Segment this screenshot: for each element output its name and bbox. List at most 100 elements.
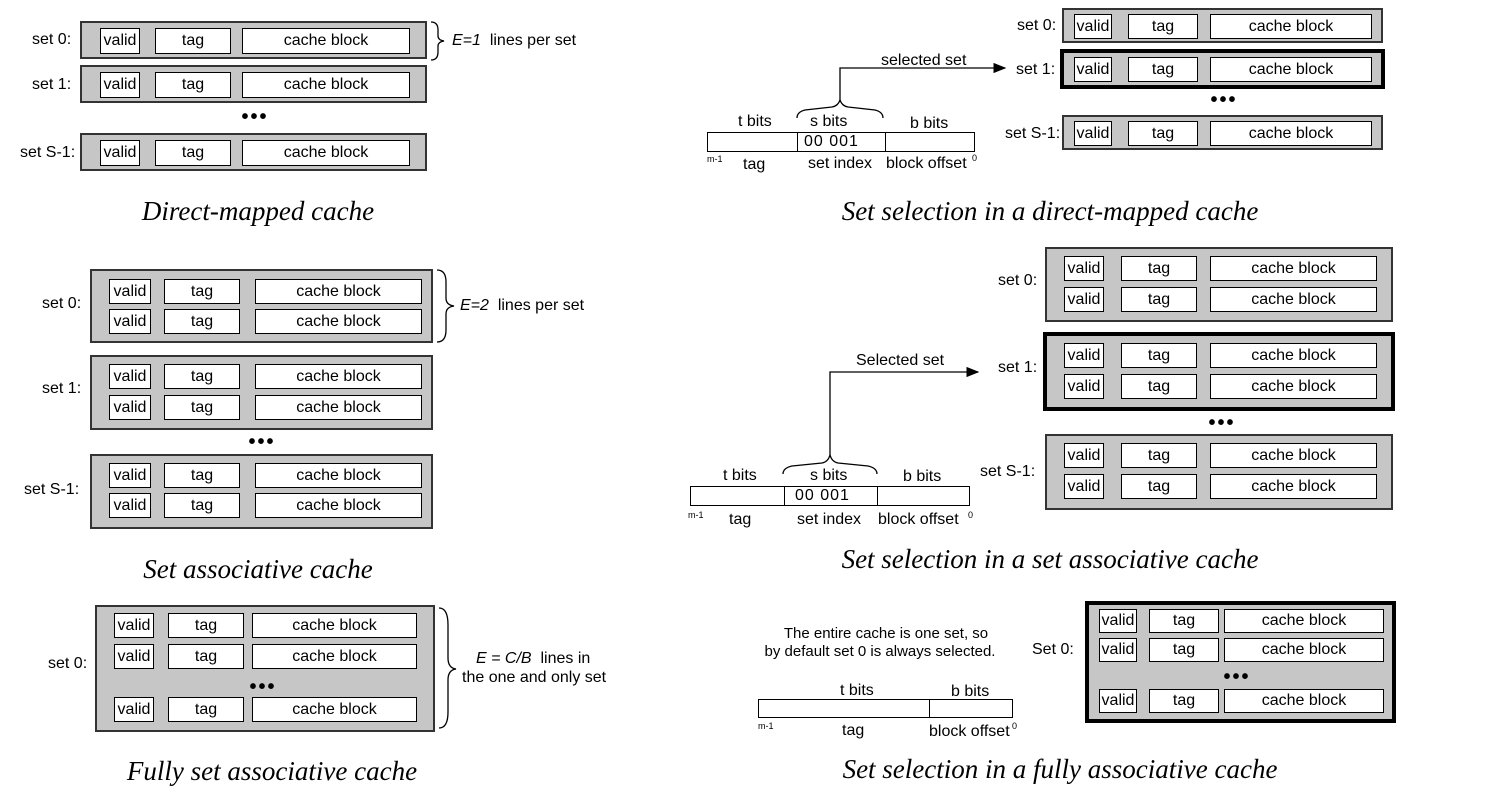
tag-cell: tag: [1121, 343, 1197, 368]
set-label: set S-1:: [20, 144, 76, 161]
tag-cell: tag: [1149, 689, 1219, 713]
valid-cell: valid: [109, 463, 151, 488]
lsb-label: 0: [968, 510, 974, 520]
s-bits-brace: [796, 97, 884, 119]
set-label: set 0:: [42, 295, 82, 312]
b-bits-label: b bits: [910, 115, 949, 132]
valid-cell: valid: [1074, 57, 1112, 82]
cache-block-cell: cache block: [1210, 443, 1377, 468]
tag-cell: tag: [1128, 121, 1198, 146]
valid-cell: valid: [109, 493, 151, 518]
s-bits-label: s bits: [810, 113, 848, 130]
tag-cell: tag: [1121, 287, 1197, 312]
address-field: 00 001: [690, 486, 970, 506]
valid-cell: valid: [1074, 121, 1112, 146]
cache-set: valid tag cache block valid tag cache bl…: [90, 355, 433, 430]
cache-block-cell: cache block: [1224, 638, 1384, 662]
valid-cell: valid: [1064, 474, 1104, 499]
tag-cell: tag: [164, 364, 240, 389]
cache-block-cell: cache block: [242, 140, 410, 166]
set-index-label: set index: [808, 155, 873, 172]
cache-block-cell: cache block: [252, 613, 417, 638]
cache-block-cell: cache block: [1210, 57, 1372, 82]
tag-cell: tag: [168, 644, 244, 669]
valid-cell: valid: [1099, 609, 1137, 633]
cache-block-cell: cache block: [255, 309, 422, 334]
cache-set: valid tag cache block valid tag cache bl…: [1045, 247, 1393, 322]
set-label: set 0:: [1017, 17, 1057, 34]
cache-block-cell: cache block: [255, 463, 422, 488]
tag-cell: tag: [164, 309, 240, 334]
t-bits-label: t bits: [723, 467, 757, 484]
set-label: set 1:: [1016, 61, 1056, 78]
t-bits-label: t bits: [738, 113, 772, 130]
selected-cache-set: valid tag cache block: [1060, 49, 1385, 89]
cache-block-cell: cache block: [1210, 343, 1377, 368]
brace: [436, 269, 455, 343]
note-line-2: by default set 0 is always selected.: [764, 643, 996, 660]
cache-set: valid tag cache block: [80, 21, 427, 59]
address-field: [758, 699, 1013, 718]
set-label: set S-1:: [980, 463, 1036, 480]
cache-set: valid tag cache block valid tag cache bl…: [95, 605, 435, 732]
cache-block-cell: cache block: [255, 493, 422, 518]
tag-cell: tag: [168, 613, 244, 638]
tag-cell: tag: [1128, 57, 1198, 82]
cache-block-cell: cache block: [255, 364, 422, 389]
cache-block-cell: cache block: [1210, 287, 1377, 312]
address-field: 00 001: [707, 132, 975, 152]
b-bits-label: b bits: [951, 683, 990, 700]
tag-cell: tag: [1128, 14, 1198, 39]
tag-cell: tag: [164, 279, 240, 304]
msb-label: m-1: [688, 510, 704, 520]
valid-cell: valid: [1064, 343, 1104, 368]
b-bits-label: b bits: [903, 468, 942, 485]
cache-block-cell: cache block: [1224, 609, 1384, 633]
brace: [438, 607, 457, 729]
arrow-label: selected set: [881, 52, 967, 69]
valid-cell: valid: [109, 279, 151, 304]
brace-label-line1: E = C/B lines in: [476, 650, 591, 667]
cache-block-cell: cache block: [1210, 14, 1372, 39]
s-bits-brace: [782, 452, 878, 475]
tag-label: tag: [743, 156, 766, 173]
cache-block-cell: cache block: [1210, 474, 1377, 499]
caption: Set associative cache: [143, 554, 373, 584]
tag-cell: tag: [1121, 474, 1197, 499]
set-label: set 0:: [32, 31, 72, 48]
valid-cell: valid: [114, 613, 154, 638]
tag-cell: tag: [1121, 443, 1197, 468]
tag-cell: tag: [164, 463, 240, 488]
cache-block-cell: cache block: [1224, 689, 1384, 713]
cache-set: valid tag cache block: [80, 65, 427, 103]
valid-cell: valid: [1099, 638, 1137, 662]
set-label: set 0:: [998, 272, 1038, 289]
cache-set: valid tag cache block valid tag cache bl…: [90, 269, 433, 343]
selected-set-arrow: [839, 62, 1007, 100]
tag-cell: tag: [1121, 256, 1197, 281]
set-index-bits: 00 001: [795, 487, 850, 504]
caption: Set selection in a fully associative cac…: [842, 754, 1278, 784]
caption: Set selection in a direct-mapped cache: [841, 196, 1259, 226]
valid-cell: valid: [1064, 443, 1104, 468]
selected-cache-set: valid tag cache block valid tag cache bl…: [1085, 601, 1396, 723]
cache-block-cell: cache block: [242, 28, 410, 54]
tag-cell: tag: [1149, 609, 1219, 633]
cache-block-cell: cache block: [242, 72, 410, 98]
cache-set: valid tag cache block valid tag cache bl…: [90, 454, 433, 529]
block-offset-label: block offset: [878, 511, 959, 528]
cache-block-cell: cache block: [255, 395, 422, 420]
cache-block-cell: cache block: [1210, 121, 1372, 146]
valid-cell: valid: [1099, 689, 1137, 713]
valid-cell: valid: [100, 28, 140, 54]
tag-label: tag: [842, 722, 865, 739]
arrow-label: Selected set: [856, 352, 945, 369]
brace-label: E=1 lines per set: [452, 32, 577, 49]
selected-cache-set: valid tag cache block valid tag cache bl…: [1043, 332, 1395, 411]
block-offset-label: block offset: [929, 723, 1010, 740]
tag-cell: tag: [168, 697, 244, 722]
msb-label: m-1: [758, 721, 774, 731]
cache-set: valid tag cache block: [1062, 115, 1383, 150]
valid-cell: valid: [100, 140, 140, 166]
set-label: set S-1:: [1005, 125, 1061, 142]
